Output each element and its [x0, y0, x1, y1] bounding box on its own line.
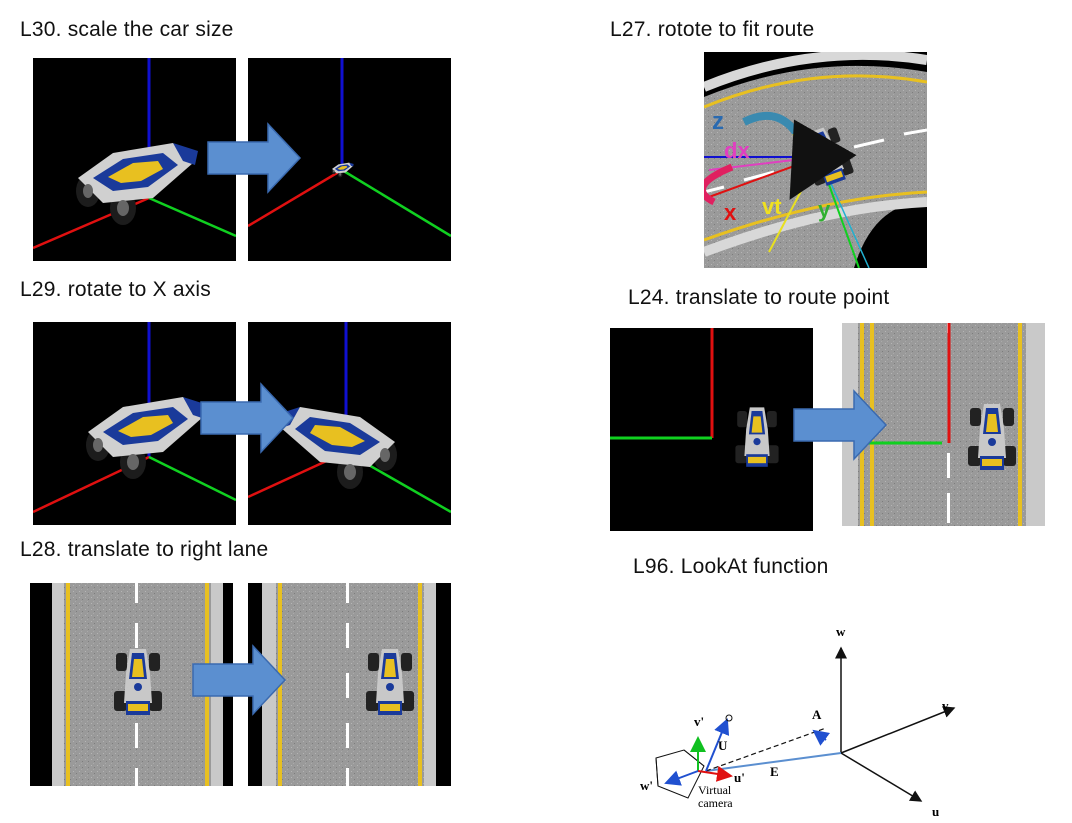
label-y: y — [818, 197, 831, 222]
arrow-icon — [793, 390, 887, 460]
label-u: u — [932, 804, 940, 819]
arrow-icon — [207, 123, 301, 193]
lookat-diagram: w v u A E U v' w' u' Virtual camera — [636, 618, 966, 819]
label-w-prime: w' — [640, 778, 653, 793]
y-axis — [148, 196, 236, 238]
label-a: A — [812, 707, 822, 722]
title-l29: L29. rotate to X axis — [20, 278, 211, 301]
camera-caption-line1: Virtual — [698, 783, 732, 797]
u-prime-axis — [697, 765, 733, 782]
y-axis — [341, 168, 451, 238]
label-vt: vt — [762, 194, 782, 219]
l30-scene-before — [33, 58, 236, 261]
w-prime-axis — [664, 770, 699, 786]
title-l96: L96. LookAt function — [633, 555, 829, 578]
title-l30: L30. scale the car size — [20, 18, 234, 41]
l28-road-after — [248, 583, 451, 786]
label-x: x — [724, 200, 737, 225]
label-z: z — [712, 108, 724, 135]
x-axis — [248, 168, 343, 228]
l24-scene-before — [610, 328, 813, 531]
arrow-icon — [192, 645, 286, 715]
label-w: w — [836, 624, 846, 639]
title-l28: L28. translate to right lane — [20, 538, 269, 561]
u-vector — [705, 718, 730, 772]
l27-route-scene: z dx x vt y — [704, 52, 927, 268]
title-l24: L24. translate to route point — [628, 286, 890, 309]
label-u-prime: u' — [734, 770, 745, 785]
u-axis — [840, 752, 923, 802]
camera-caption-line2: camera — [698, 796, 733, 810]
label-v: v — [942, 698, 949, 713]
camera-box — [655, 749, 705, 799]
v-axis — [840, 706, 956, 754]
label-dx: dx — [724, 138, 750, 163]
look-line — [705, 727, 827, 772]
l29-scene-after — [248, 322, 451, 525]
camera-caption: Virtual camera — [698, 784, 733, 810]
label-e: E — [770, 764, 779, 779]
label-v-prime: v' — [694, 714, 705, 729]
label-u-upper: U — [718, 738, 728, 753]
title-l27: L27. rotote to fit route — [610, 18, 815, 41]
arrow-icon — [200, 383, 294, 453]
